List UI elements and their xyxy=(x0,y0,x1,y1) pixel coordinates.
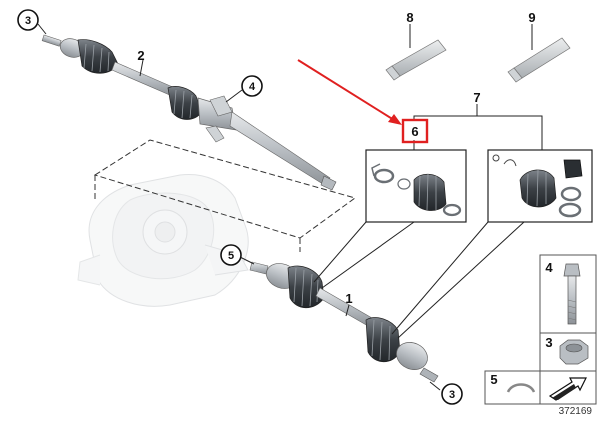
svg-text:3: 3 xyxy=(449,389,455,401)
highlight-box-icon xyxy=(401,118,429,144)
image-number: 372169 xyxy=(559,406,593,417)
leader-kit7-a xyxy=(391,221,489,335)
svg-text:4: 4 xyxy=(545,260,553,275)
circlip-icon xyxy=(506,383,536,393)
kit-7-bracket xyxy=(413,104,543,150)
leader-kit6-a xyxy=(313,221,367,283)
svg-text:1: 1 xyxy=(345,291,352,306)
callout-2: 2 xyxy=(137,48,145,77)
callout-3-bottom: 3 xyxy=(429,381,463,405)
gearbox-outline xyxy=(93,139,357,239)
callout-5-main: 5 xyxy=(220,244,255,266)
leader-kit6-b xyxy=(321,221,415,289)
callout-1: 1 xyxy=(345,291,353,317)
grease-tube-9 xyxy=(507,24,571,83)
svg-text:5: 5 xyxy=(490,372,497,387)
svg-text:3: 3 xyxy=(25,15,31,27)
svg-text:7: 7 xyxy=(473,90,480,105)
svg-text:5: 5 xyxy=(228,250,234,262)
svg-text:2: 2 xyxy=(137,48,144,63)
callout-7: 7 xyxy=(473,90,480,105)
gearbox-sketch xyxy=(77,173,249,307)
callout-6: 6 xyxy=(411,124,418,139)
gearbox-outline-side xyxy=(94,175,301,252)
callout-3-top: 3 xyxy=(17,9,47,35)
callout-3-panel: 3 xyxy=(545,335,552,350)
drive-shaft-lower xyxy=(249,261,439,383)
svg-text:4: 4 xyxy=(249,81,256,93)
callout-4-top: 4 xyxy=(225,75,263,103)
direction-arrow-icon xyxy=(548,377,587,401)
bolt-icon xyxy=(563,263,581,325)
leader-kit7-b xyxy=(397,221,525,339)
drive-shaft-upper xyxy=(41,34,337,191)
kit-7-parts xyxy=(492,154,583,218)
grease-tube-8 xyxy=(385,24,447,81)
kit-6-parts xyxy=(371,163,462,217)
hardware-panel-arrow xyxy=(539,370,597,405)
svg-text:8: 8 xyxy=(406,10,413,25)
svg-text:3: 3 xyxy=(545,335,552,350)
callout-5-panel: 5 xyxy=(490,372,497,387)
svg-text:9: 9 xyxy=(528,10,535,25)
nut-icon xyxy=(559,339,589,365)
callout-4-panel: 4 xyxy=(545,260,553,275)
callout-8: 8 xyxy=(406,10,413,25)
red-arrow-icon xyxy=(297,59,402,125)
callout-9: 9 xyxy=(528,10,535,25)
svg-text:6: 6 xyxy=(411,124,418,139)
